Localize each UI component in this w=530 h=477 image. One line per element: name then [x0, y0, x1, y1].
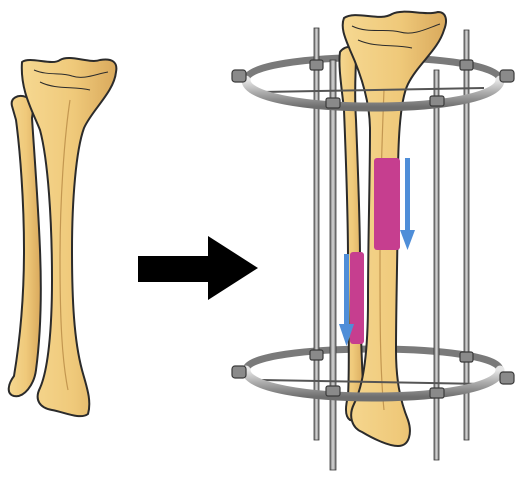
transition-arrow-icon [138, 236, 258, 300]
right-fixator-assembly [232, 12, 514, 470]
fibula-regenerate-segment [350, 252, 364, 344]
tibia-transport-arrow-icon [400, 158, 415, 250]
rod-front-left [330, 60, 336, 470]
rod-rear-right [464, 30, 469, 440]
left-bones [9, 58, 117, 416]
tibia-regenerate-segment [374, 158, 400, 250]
rod-front-right [434, 70, 439, 460]
rod-rear-left [314, 28, 319, 440]
left-fibula [9, 96, 41, 396]
